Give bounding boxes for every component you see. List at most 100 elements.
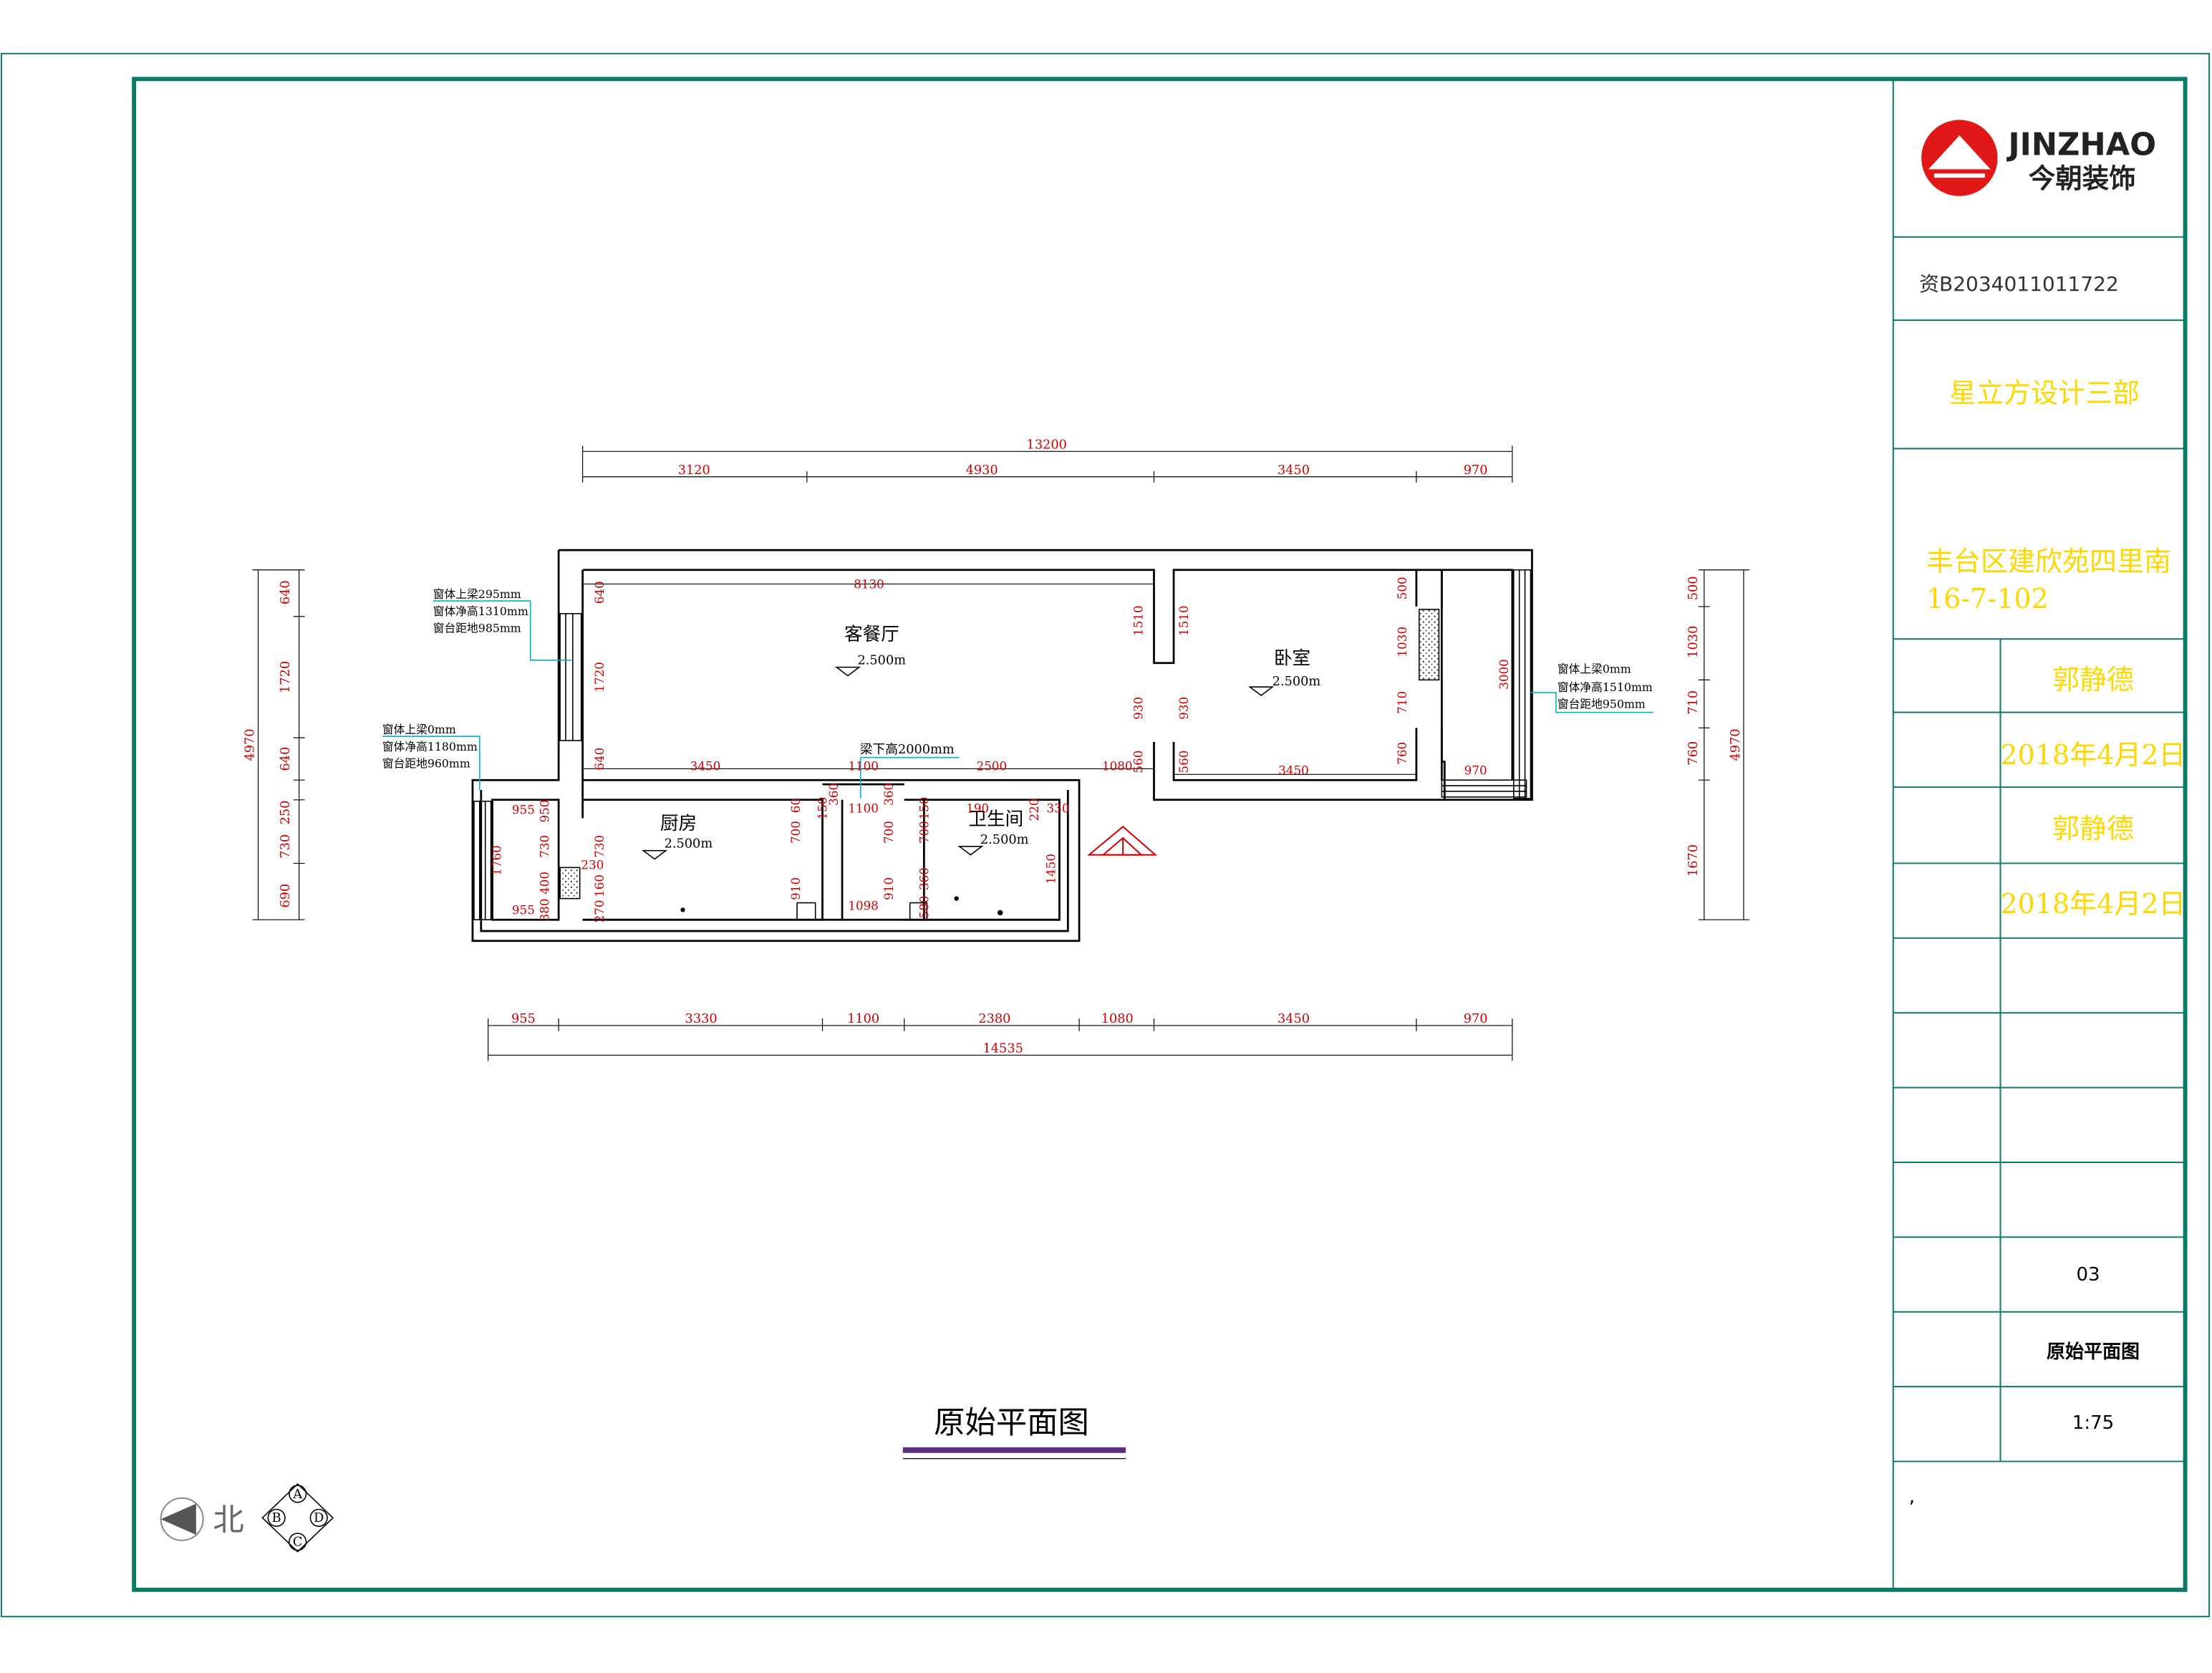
window-note-bedroom-1: 窗体上梁0mm	[1557, 662, 1631, 676]
dim-bottom-seg: 3330	[685, 1012, 718, 1026]
dim-inner: 270	[592, 900, 607, 922]
dim-inner: 150	[917, 797, 931, 820]
window-note-kitchen-3: 窗台距地960mm	[382, 756, 470, 770]
dim-right-seg: 710	[1686, 690, 1701, 715]
dim-inner: 3000	[1497, 659, 1511, 690]
dim-inner: 930	[1131, 697, 1146, 720]
dim-bottom-seg: 1100	[847, 1012, 879, 1026]
dim-inner: 380	[537, 898, 551, 921]
dim-inner: 580	[917, 896, 931, 919]
dim-inner: 730	[537, 835, 551, 858]
dim-inner: 730	[592, 835, 607, 858]
bedroom-shaft	[1419, 609, 1440, 681]
dim-inner: 970	[1464, 763, 1487, 777]
dim-inner: 700	[788, 821, 803, 844]
window-note-kitchen-1: 窗体上梁0mm	[382, 723, 456, 736]
sheet-number: 03	[2076, 1264, 2100, 1286]
dim-inner: 220	[1027, 799, 1041, 821]
dim-inner: 1098	[848, 898, 879, 912]
dim-inner: 1100	[848, 801, 879, 816]
dim-right-total: 4970	[1729, 728, 1743, 761]
dim-inner: 1100	[848, 758, 879, 773]
license-number: 资B2034011011722	[1919, 272, 2119, 296]
entry-arrow	[1087, 825, 1158, 856]
room-height-kitchen: 2.500m	[665, 837, 713, 852]
dim-inner: 330	[1047, 801, 1070, 816]
window-note-bedroom-2: 窗体净高1510mm	[1557, 680, 1653, 694]
window-notes: 窗体上梁295mm 窗体净高1310mm 窗台距地985mm 窗体上梁0mm 窗…	[382, 587, 1653, 770]
dim-left-seg: 1720	[279, 661, 293, 693]
dim-inner: 640	[592, 748, 607, 771]
dim-left-seg: 250	[279, 801, 293, 825]
dim-inner: 640	[592, 581, 607, 604]
dim-left-seg: 730	[279, 834, 293, 859]
dim-inner: 160	[592, 874, 607, 897]
design-date: 2018年4月2日	[2000, 738, 2186, 771]
drawing-title: 原始平面图	[934, 1405, 1089, 1441]
dim-inner: 1720	[592, 662, 607, 693]
dim-inner: 1450	[1044, 854, 1058, 884]
dim-inner: 710	[1395, 691, 1409, 714]
dim-bottom-total: 14535	[982, 1041, 1023, 1056]
dim-bottom-seg: 3450	[1278, 1012, 1310, 1026]
dimension-texts: 13200 3120 4930 3450 970 955 3330 1100 2…	[243, 438, 1743, 1056]
checker-name: 郭静德	[2052, 812, 2134, 844]
dim-inner: 910	[882, 877, 896, 900]
dim-top-seg: 4930	[966, 463, 998, 478]
walls	[471, 549, 1533, 942]
dim-inner: 1510	[1131, 605, 1146, 636]
room-name-living: 客餐厅	[844, 624, 899, 645]
dim-inner: 360	[917, 867, 931, 890]
compass-marker-c: C	[293, 1535, 303, 1550]
dim-top-total: 13200	[1027, 438, 1067, 452]
room-labels: 客餐厅 2.500m 卧室 2.500m 厨房 2.500m 卫生间 2.500…	[660, 624, 1320, 852]
inner-dimension-texts: 8130 640 1720 640 1510 930 560 3450 1100…	[489, 577, 1511, 922]
brand-cn: 今朝装饰	[2029, 163, 2136, 194]
dim-bottom-seg: 955	[511, 1012, 536, 1026]
compass-marker-b: B	[272, 1511, 281, 1525]
dim-inner: 3450	[1278, 763, 1309, 777]
dim-left-seg: 690	[279, 884, 293, 908]
dim-inner: 400	[537, 872, 551, 895]
window-note-bedroom-3: 窗台距地950mm	[1557, 698, 1646, 711]
dim-bottom-seg: 2380	[978, 1012, 1010, 1026]
dim-inner: 500	[1395, 577, 1409, 599]
dim-inner: 150	[815, 797, 829, 820]
window-note-living-3: 窗台距地985mm	[433, 621, 521, 635]
dim-left-seg: 640	[279, 580, 293, 604]
sheet-title: 原始平面图	[2046, 1341, 2140, 1363]
kitchen-shaft	[559, 867, 581, 900]
dim-inner: 700	[917, 821, 931, 844]
window-note-kitchen-2: 窗体净高1180mm	[382, 740, 478, 753]
title-block-grid	[1892, 79, 2186, 1590]
dim-top-seg: 3450	[1278, 463, 1310, 478]
room-name-bedroom: 卧室	[1274, 648, 1310, 670]
dim-inner: 1030	[1395, 627, 1409, 657]
room-height-bedroom: 2.500m	[1272, 675, 1321, 689]
check-date: 2018年4月2日	[2000, 887, 2186, 920]
beam-note: 梁下高2000mm	[860, 742, 955, 757]
drawing-frame	[132, 77, 2188, 1592]
dim-inner: 955	[512, 902, 535, 917]
drawing-title-underline	[902, 1447, 1126, 1453]
compass-marker-d: D	[314, 1511, 324, 1525]
dim-inner: 560	[1177, 751, 1191, 773]
dim-top-seg: 970	[1464, 463, 1488, 478]
window-leaders	[382, 600, 1653, 799]
dim-inner: 950	[537, 800, 551, 823]
dim-inner: 955	[512, 802, 535, 816]
project-address: 丰台区建欣苑四里南16-7-102	[1926, 546, 2172, 614]
dim-left-seg: 640	[279, 747, 293, 771]
note-mark: ,	[1908, 1486, 1916, 1508]
brand-name: JINZHAO	[2006, 127, 2156, 163]
jinzhao-logo: JINZHAO 今朝装饰	[1921, 120, 2156, 196]
window-note-living-2: 窗体净高1310mm	[433, 604, 528, 618]
height-marks	[641, 666, 1275, 860]
dim-right-seg: 1670	[1686, 844, 1701, 877]
room-name-kitchen: 厨房	[660, 813, 697, 834]
windows	[473, 569, 1532, 920]
dim-right-seg: 1030	[1686, 626, 1701, 658]
dim-inner: 1760	[489, 845, 503, 876]
dim-inner: 2500	[977, 758, 1008, 773]
